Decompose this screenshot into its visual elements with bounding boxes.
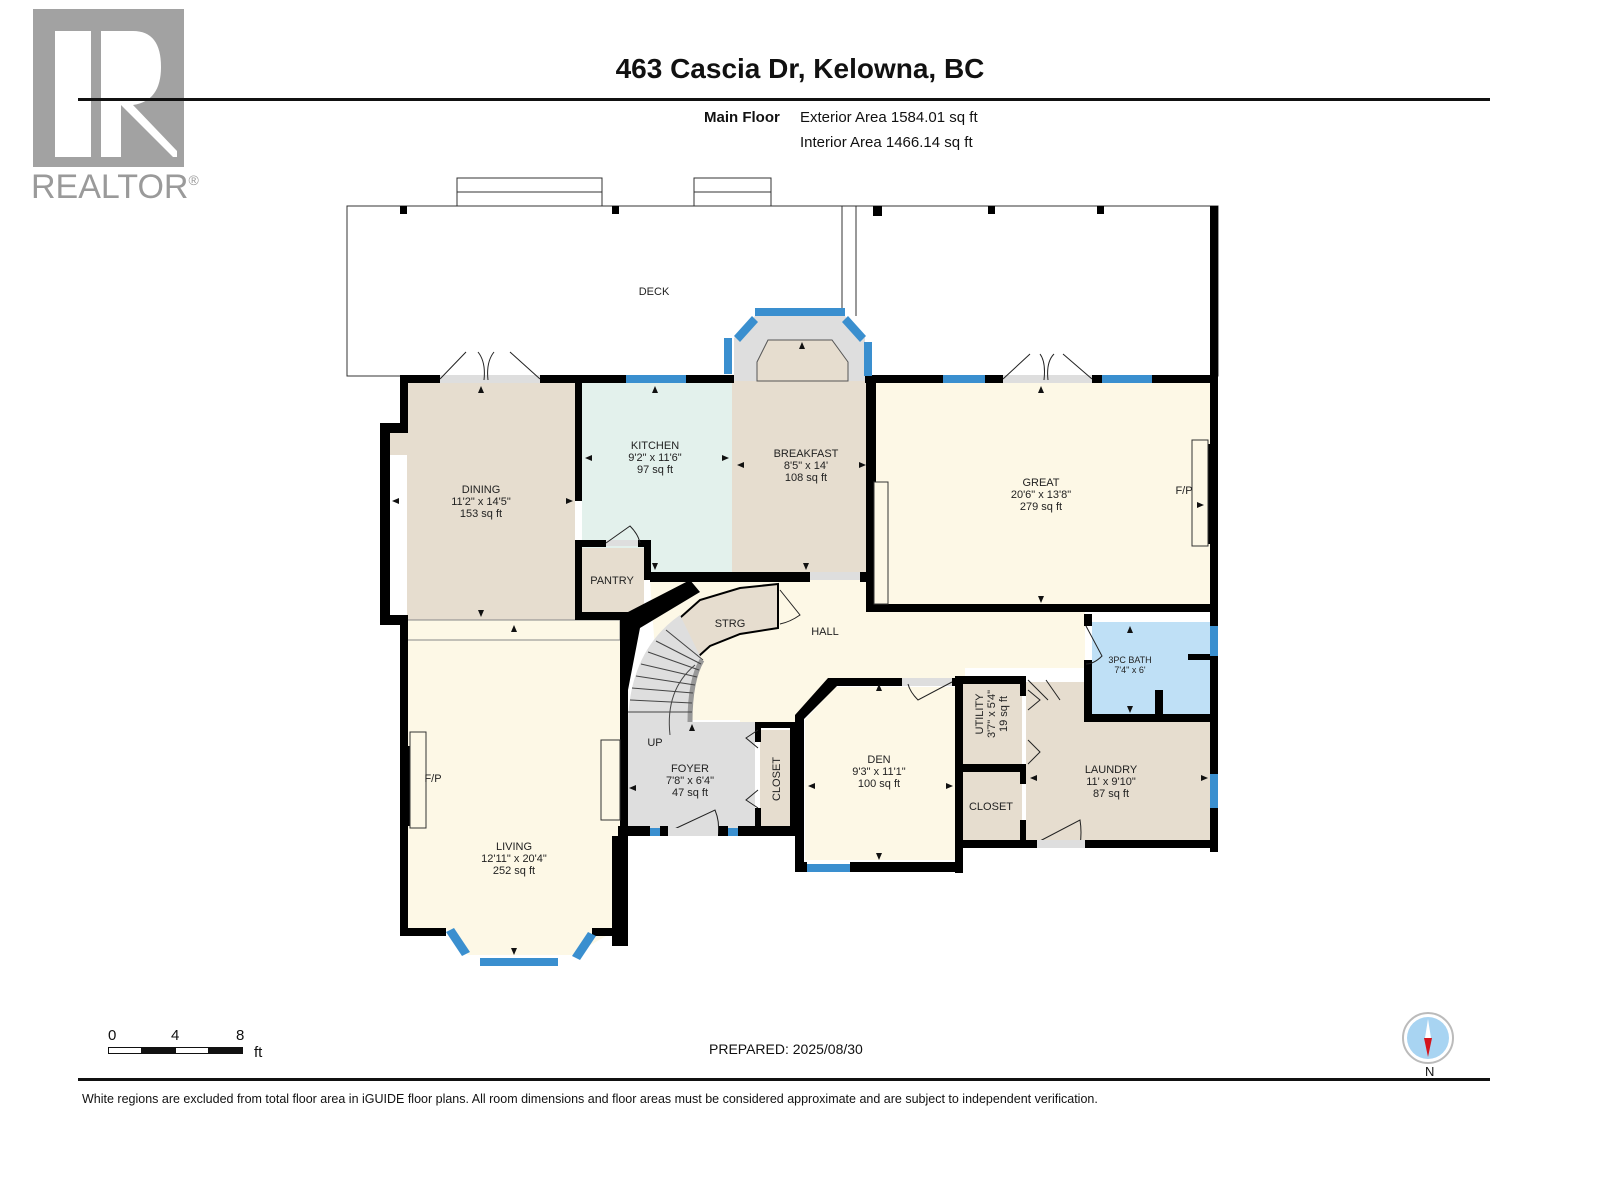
room-foyer: [626, 722, 755, 830]
room-great: [876, 381, 1210, 607]
room-den: [805, 687, 955, 860]
room-pantry: [582, 548, 644, 613]
great-hearth-left: [873, 481, 889, 605]
room-labels: DECK DINING 11'2" x 14'5" 153 sq ft KITC…: [424, 286, 1192, 877]
label-great: GREAT: [1022, 477, 1059, 489]
doors: [439, 351, 1103, 848]
realtor-wordmark: REALTOR®: [31, 168, 199, 206]
scale-tick-4: 4: [171, 1027, 180, 1044]
interior-area: Interior Area 1466.14 sq ft: [800, 134, 973, 151]
area-kitchen: 97 sq ft: [637, 464, 673, 476]
bay-inner: [756, 339, 849, 382]
room-living: [407, 640, 620, 955]
area-den: 100 sq ft: [858, 778, 900, 790]
compass-north-label: N: [1425, 1064, 1435, 1079]
header-divider: [78, 98, 1490, 101]
label-bath: 3PC BATH: [1108, 655, 1151, 665]
room-dining: [388, 381, 575, 620]
room-breakfast: [732, 381, 868, 572]
area-living: 252 sq ft: [493, 865, 535, 877]
scale-seg-1: [108, 1047, 142, 1054]
label-pantry: PANTRY: [590, 575, 634, 587]
dims-dining: 11'2" x 14'5": [451, 496, 511, 508]
dims-breakfast: 8'5" x 14': [784, 460, 828, 472]
room-bath: [1092, 622, 1210, 715]
label-dining: DINING: [462, 484, 501, 496]
compass-icon: [1402, 1012, 1454, 1064]
fireplace-living: [409, 731, 427, 829]
disclaimer-text: White regions are excluded from total fl…: [82, 1092, 1098, 1106]
windows: [446, 308, 1218, 966]
exterior-area: Exterior Area 1584.01 sq ft: [800, 109, 978, 126]
dims-living: 12'11" x 20'4": [481, 853, 547, 865]
scale-seg-3: [175, 1047, 209, 1054]
label-closet-foyer: CLOSET: [771, 757, 783, 801]
living-hearth-right: [600, 739, 621, 821]
room-closet-foyer: [760, 730, 792, 828]
scale-tick-8: 8: [236, 1027, 245, 1044]
stairs-up-label: UP: [647, 737, 662, 749]
label-foyer: FOYER: [671, 763, 709, 775]
dims-den: 9'3" x 11'1": [852, 766, 905, 778]
dims-kitchen: 9'2" x 11'6": [628, 452, 681, 464]
dimension-markers: [392, 342, 1208, 955]
fireplace-great: [1191, 439, 1209, 547]
label-closet: CLOSET: [969, 801, 1013, 813]
realtor-logo: [33, 9, 184, 167]
label-hall: HALL: [811, 626, 839, 638]
floor-label: Main Floor: [704, 109, 780, 126]
area-great: 279 sq ft: [1020, 501, 1062, 513]
label-den: DEN: [867, 754, 890, 766]
scale-seg-2: [141, 1047, 176, 1054]
label-living: LIVING: [496, 841, 532, 853]
walls: [380, 206, 1218, 946]
label-kitchen: KITCHEN: [631, 440, 679, 452]
label-utility: UTILITY: [974, 693, 986, 735]
label-laundry: LAUNDRY: [1085, 764, 1138, 776]
dims-utility: 3'7" x 5'4": [986, 690, 998, 738]
label-breakfast: BREAKFAST: [774, 448, 839, 460]
area-dining: 153 sq ft: [460, 508, 502, 520]
dims-bath: 7'4" x 6': [1114, 665, 1145, 675]
dims-foyer: 7'8" x 6'4": [666, 775, 714, 787]
fireplace-great-label: F/P: [1175, 485, 1192, 497]
fireplace-living-label: F/P: [424, 773, 441, 785]
realtor-r-icon: [55, 31, 177, 157]
area-breakfast: 108 sq ft: [785, 472, 827, 484]
dims-laundry: 11' x 9'10": [1086, 776, 1136, 788]
room-closet2: [962, 772, 1022, 842]
room-utility: [962, 682, 1022, 765]
dims-great: 20'6" x 13'8": [1011, 489, 1071, 501]
prepared-date: PREPARED: 2025/08/30: [709, 1041, 863, 1057]
scale-tick-0: 0: [108, 1027, 117, 1044]
area-laundry: 87 sq ft: [1093, 788, 1129, 800]
label-deck: DECK: [639, 286, 670, 298]
page-title: 463 Cascia Dr, Kelowna, BC: [615, 53, 985, 84]
area-foyer: 47 sq ft: [672, 787, 708, 799]
footer-divider: [78, 1078, 1490, 1081]
staircase: [628, 615, 705, 736]
scale-unit: ft: [254, 1044, 263, 1061]
scale-seg-4: [208, 1047, 243, 1054]
label-strg: STRG: [715, 618, 746, 630]
area-utility: 19 sq ft: [998, 696, 1010, 732]
